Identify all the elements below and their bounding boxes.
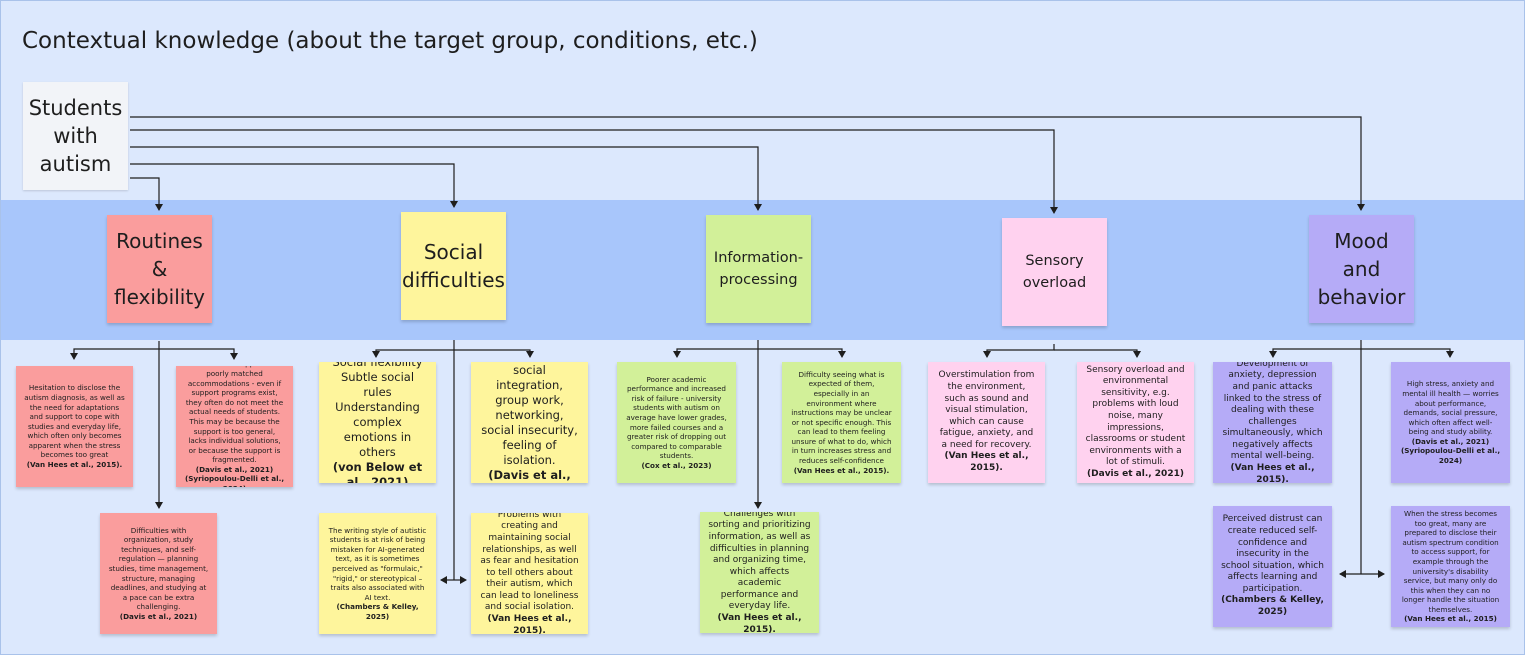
note-source: (Van Hees et al., 2015).	[944, 451, 1029, 474]
root-to-routines-arrow	[130, 177, 163, 211]
note-card: Problems with creating and maintaining s…	[471, 513, 588, 634]
note-card: Poorer academic performance and increase…	[617, 362, 736, 483]
category-label: Information-processing	[713, 250, 804, 288]
note-text: Perceived distrust can create reduced se…	[1221, 514, 1324, 594]
note-card: Social flexibility Subtle social rules U…	[319, 362, 436, 483]
note-source: (Van Hees et al., 2015)	[1404, 614, 1497, 624]
note-card: The writing style of autistic students i…	[319, 513, 436, 634]
note-text: Hesitation to disclose the autism diagno…	[24, 383, 125, 460]
note-text: Difficulty seeing what is expected of th…	[791, 369, 892, 466]
category-info: Information-processing	[706, 215, 811, 323]
note-source: (Van Hees et al., 2015).	[26, 460, 123, 470]
note-source: (Chambers & Kelley, 2025)	[336, 602, 419, 621]
note-text: Overstimulation from the environment, su…	[938, 370, 1035, 450]
category-social: Social difficulties	[401, 212, 506, 320]
note-source: (Van Hees et al., 2015).	[717, 613, 802, 633]
note-text: Insufficient support or poorly matched a…	[185, 366, 284, 465]
category-label: Mood and behavior	[1317, 229, 1406, 309]
root-node: Students with autism	[23, 82, 128, 190]
root-to-mood-arrow	[130, 116, 1365, 211]
category-mood: Mood and behavior	[1309, 215, 1414, 323]
note-source: (Davis et al., 2021)	[119, 611, 198, 621]
note-card: Overstimulation from the environment, su…	[928, 362, 1045, 483]
note-text: High stress, anxiety and mental ill heal…	[1402, 379, 1499, 437]
note-source: (Cox et al., 2023)	[641, 460, 712, 470]
note-text: Poorer academic performance and increase…	[626, 374, 727, 461]
note-source: (Van Hees et al., 2015).	[487, 614, 572, 634]
root-to-sensory-arrow	[130, 129, 1058, 214]
note-source: (Davis et al., 2021) (Syriopoulou-Delli …	[1400, 436, 1501, 466]
category-label: Social difficulties	[402, 240, 505, 292]
note-source: (Davis et al., 2021)	[1087, 468, 1184, 479]
note-text: Problems with creating and maintaining s…	[480, 513, 579, 613]
category-label: Sensory overload	[1022, 253, 1087, 291]
note-card: Difficulty seeing what is expected of th…	[782, 362, 901, 483]
note-text: Challenges with sorting and prioritizing…	[708, 512, 811, 612]
note-card: Challenges with sorting and prioritizing…	[700, 512, 819, 633]
routines-branch	[70, 348, 159, 360]
category-routines: Routines & flexibility	[107, 215, 212, 323]
note-text: Social flexibility Subtle social rules U…	[332, 362, 423, 459]
note-card: Insufficient support or poorly matched a…	[176, 366, 293, 487]
note-source: (Van Hees et al., 2015).	[793, 465, 890, 475]
note-card: Sensory overload and environmental sensi…	[1077, 362, 1194, 483]
note-card: When the stress becomes too great, many …	[1391, 506, 1510, 627]
note-card: Hesitation to disclose the autism diagno…	[16, 366, 133, 487]
category-sensory: Sensory overload	[1002, 218, 1107, 326]
sensory-trunk	[983, 344, 1055, 358]
note-text: Difficulty with social integration, grou…	[481, 362, 578, 467]
note-source: (Chambers & Kelley, 2025)	[1221, 595, 1324, 618]
root-to-info-arrow	[130, 146, 762, 211]
note-text: The writing style of autistic students i…	[328, 525, 427, 602]
context-band	[0, 0, 1525, 200]
page-title: Contextual knowledge (about the target g…	[22, 28, 758, 54]
category-label: Routines & flexibility	[114, 229, 206, 309]
note-text: Sensory overload and environmental sensi…	[1085, 364, 1186, 468]
note-source: (Van Hees et al., 2015).	[1230, 463, 1315, 483]
note-text: When the stress becomes too great, many …	[1401, 508, 1500, 614]
root-to-social-arrow	[130, 163, 458, 208]
note-card: Development of anxiety, depression and p…	[1213, 362, 1332, 483]
note-source: (Davis et al., 2021)	[488, 467, 571, 484]
note-card: Perceived distrust can create reduced se…	[1213, 506, 1332, 627]
note-text: Development of anxiety, depression and p…	[1222, 362, 1323, 462]
note-text: Difficulties with organization, study te…	[108, 525, 209, 612]
note-card: Difficulties with organization, study te…	[100, 513, 217, 634]
note-card: High stress, anxiety and mental ill heal…	[1391, 362, 1510, 483]
note-source: (Davis et al., 2021) (Syriopoulou-Delli …	[184, 464, 285, 487]
note-source: (von Below et al., 2021)	[332, 460, 423, 483]
note-card: Difficulty with social integration, grou…	[471, 362, 588, 483]
